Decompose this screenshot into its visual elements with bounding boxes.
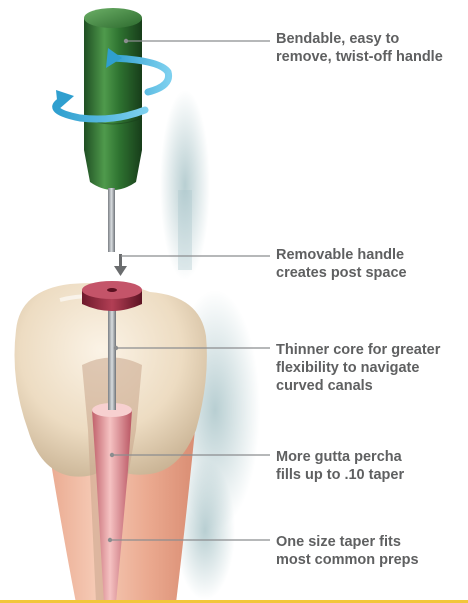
callout-taper-line-1: One size taper fits (276, 533, 466, 551)
callout-core: Thinner core for greater flexibility to … (276, 341, 466, 395)
handle-cap (82, 281, 142, 311)
callout-taper: One size taper fits most common preps (276, 533, 466, 569)
callout-gutta-percha-line-1: More gutta percha (276, 448, 466, 466)
down-arrow-icon (114, 254, 127, 276)
handle-shadow (160, 90, 210, 280)
callout-core-line-1: Thinner core for greater (276, 341, 466, 359)
callout-post-space-line-2: creates post space (276, 264, 466, 282)
callout-handle-line-2: remove, twist-off handle (276, 48, 466, 66)
callout-handle: Bendable, easy to remove, twist-off hand… (276, 30, 466, 66)
callout-core-line-3: curved canals (276, 377, 466, 395)
callout-core-line-2: flexibility to navigate (276, 359, 466, 377)
twist-off-handle (84, 8, 142, 190)
callout-post-space: Removable handle creates post space (276, 246, 466, 282)
metal-shaft (108, 188, 115, 252)
carrier-core (108, 302, 116, 410)
callout-taper-line-2: most common preps (276, 551, 466, 569)
callout-gutta-percha: More gutta percha fills up to .10 taper (276, 448, 466, 484)
callout-post-space-line-1: Removable handle (276, 246, 466, 264)
callout-handle-line-1: Bendable, easy to (276, 30, 466, 48)
callout-gutta-percha-line-2: fills up to .10 taper (276, 466, 466, 484)
